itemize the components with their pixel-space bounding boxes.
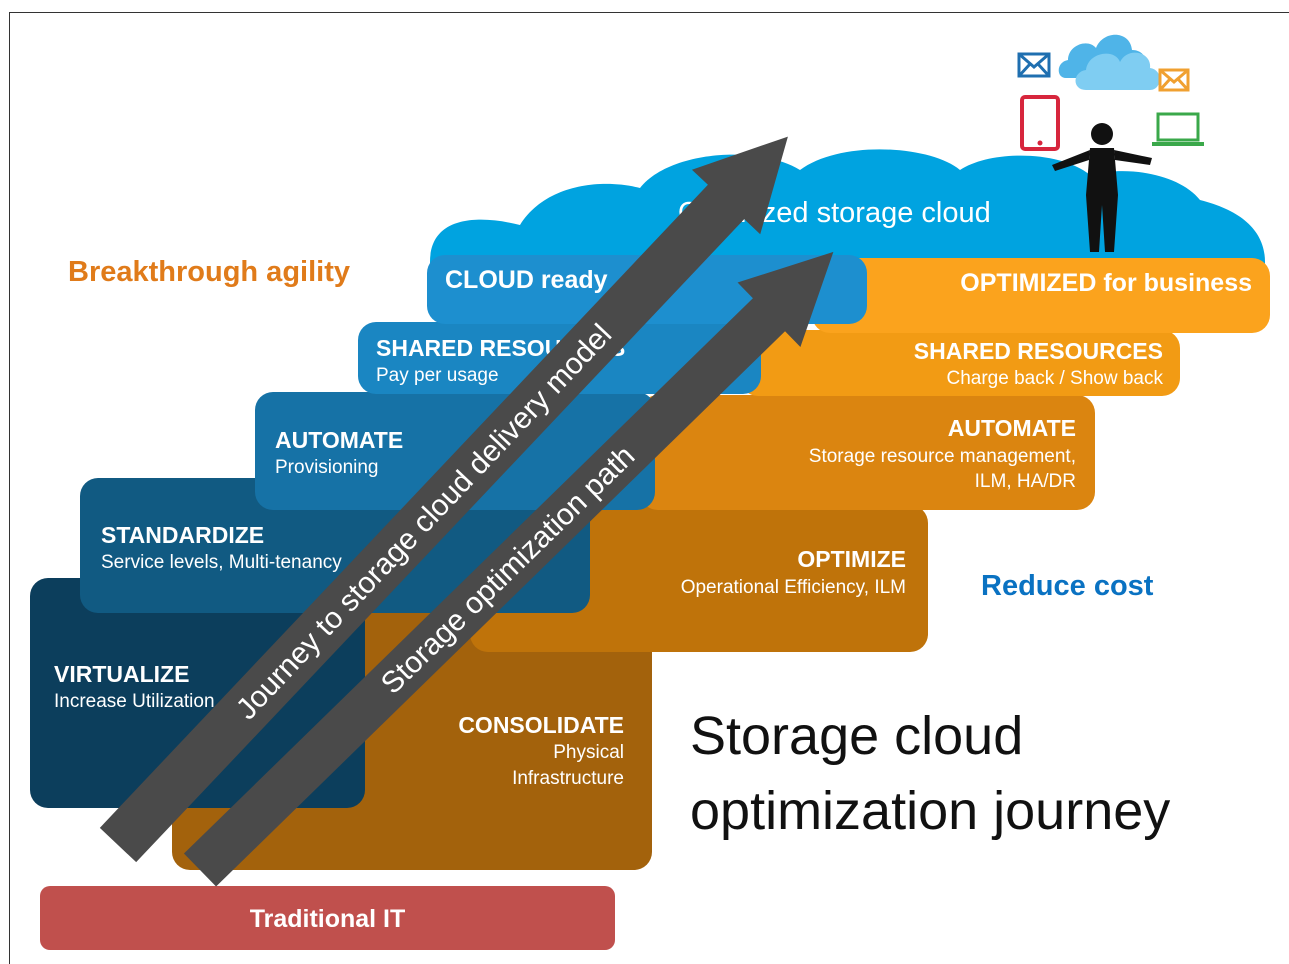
frame-left-border [9, 12, 10, 964]
optimized-block [812, 258, 1270, 333]
person-icon [1052, 123, 1152, 252]
consolidate-sub2: Infrastructure [512, 768, 624, 789]
frame-top-border [9, 12, 1289, 13]
shared-orange-block [740, 330, 1180, 396]
virtualize-title: VIRTUALIZE [54, 661, 190, 687]
automate-right-sub1: Storage resource management, [808, 446, 1076, 467]
consolidate-sub1: Physical [553, 742, 624, 763]
standardize-sub: Service levels, Multi-tenancy [101, 552, 342, 573]
automate-right-sub2: ILM, HA/DR [974, 471, 1076, 492]
shared-right-title: SHARED RESOURCES [913, 338, 1163, 364]
consolidate-title: CONSOLIDATE [458, 712, 624, 738]
automate-left-title: AUTOMATE [275, 427, 404, 453]
automate-right-title: AUTOMATE [947, 415, 1076, 441]
tablet-icon [1020, 95, 1060, 151]
breakthrough-agility-label: Breakthrough agility [68, 256, 350, 288]
standardize-title: STANDARDIZE [101, 522, 265, 548]
optimize-sub: Operational Efficiency, ILM [680, 577, 906, 598]
automate-orange-block [640, 395, 1095, 510]
optimize-title: OPTIMIZE [797, 546, 906, 572]
headline-line1: Storage cloud [690, 706, 1024, 766]
reduce-cost-label: Reduce cost [981, 570, 1154, 602]
mail-icon [1158, 68, 1190, 92]
optimized-title: OPTIMIZED for business [960, 269, 1252, 297]
traditional-it-block [40, 886, 615, 950]
virtualize-sub: Increase Utilization [54, 691, 215, 712]
headline-line2: optimization journey [690, 781, 1171, 841]
automate-left-sub: Provisioning [275, 457, 379, 478]
shared-right-sub: Charge back / Show back [946, 368, 1163, 389]
shared-left-sub: Pay per usage [376, 365, 499, 386]
laptop-icon [1152, 112, 1204, 146]
cloud-ready-title: CLOUD ready [445, 266, 608, 294]
traditional-it-label: Traditional IT [249, 905, 406, 933]
cloud-icon [1058, 34, 1160, 90]
mail-icon [1017, 52, 1051, 78]
